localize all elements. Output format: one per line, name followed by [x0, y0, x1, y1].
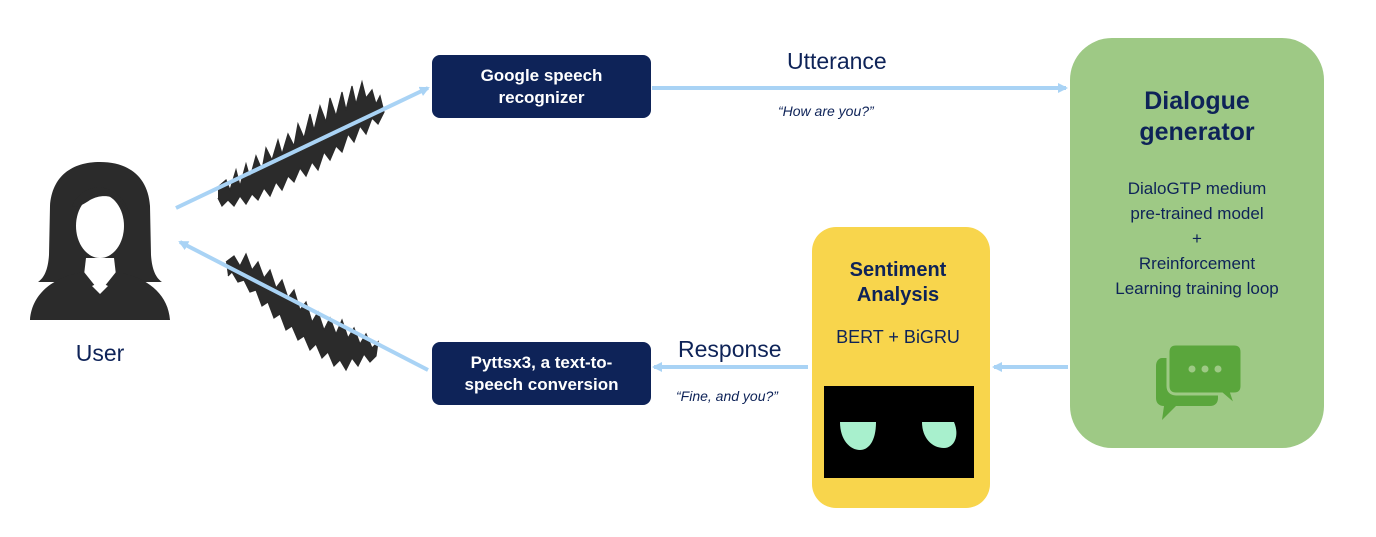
dialogue-line: DialoGTP medium [1127, 179, 1267, 198]
dialogue-line: pre-trained model [1130, 204, 1264, 223]
sentiment-model-label: BERT + BiGRU [836, 327, 960, 347]
dialogue-line: + [1192, 229, 1202, 248]
sentiment-analysis-title: Sentiment Analysis [849, 259, 947, 306]
text-to-speech-box: Pyttsx3, a text-to- speech conversion [432, 342, 651, 405]
sound-wave-icon [217, 79, 385, 372]
arrow-user-to-recognizer [175, 86, 430, 210]
utterance-example: “How are you?” [778, 103, 874, 119]
user-silhouette-icon [30, 162, 170, 320]
response-label: Response [678, 336, 782, 362]
dialogue-generator-title: Dialogue generator [1139, 87, 1255, 146]
robot-eyes-icon [824, 386, 974, 478]
response-example: “Fine, and you?” [676, 388, 778, 404]
dialogue-line: Learning training loop [1115, 279, 1279, 298]
chat-bubble-icon [1156, 342, 1244, 420]
user-label: User [75, 340, 125, 366]
text-to-speech-label: Pyttsx3, a text-to- speech conversion [464, 352, 619, 394]
speech-recognizer-box: Google speech recognizer [432, 55, 651, 118]
arrow-tts-to-user [178, 240, 429, 372]
utterance-label: Utterance [787, 48, 887, 74]
dialogue-line: Rreinforcement [1138, 254, 1256, 273]
speech-recognizer-label: Google speech recognizer [480, 65, 603, 107]
